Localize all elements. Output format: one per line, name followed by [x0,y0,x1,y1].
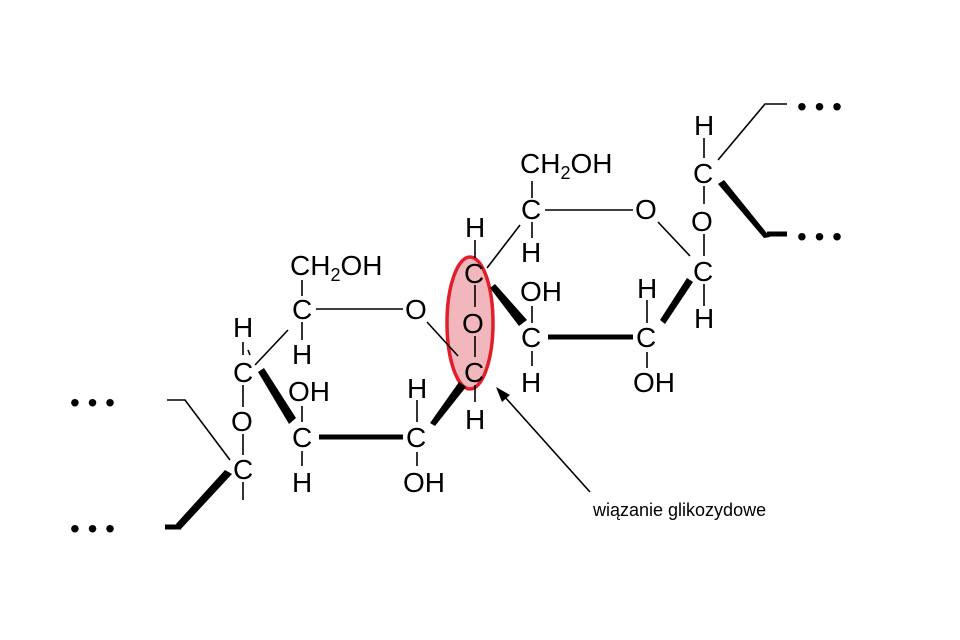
atom-h: H [637,273,657,304]
hydroxyl-group: OH [520,276,562,307]
glycosidic-oxygen: O [462,308,484,339]
hydroxyl-group: OH [633,367,675,398]
continuation-dots: • • • • • • • • • • • • [70,91,842,544]
ch2oh-group: CH2OH [290,250,382,285]
glycosidic-bond-label: wiązanie glikozydowe [592,500,766,520]
atom-c: C [292,422,312,453]
bold-bonds [165,231,787,530]
atom-h: H [694,110,714,141]
chain-continuation-bottom-right: • • • [797,221,842,252]
atom-h: H [233,312,253,343]
atom-c: C [521,322,541,353]
glycosidic-bond-highlight [445,255,495,391]
annotation-arrow [496,387,591,493]
atom-h: H [292,467,312,498]
bond-lines [167,103,787,500]
atom-c: C [693,158,713,189]
atom-labels: H C O C CH2OH C H O OH C H H C OH H C O … [231,110,714,498]
atom-h: H [521,367,541,398]
atom-o: O [691,206,713,237]
atom-c: C [292,294,312,325]
hydroxyl-group: OH [403,467,445,498]
atom-c: C [233,454,253,485]
chain-continuation-top-right: • • • [797,91,842,122]
chain-continuation-top-left: • • • [70,387,115,418]
atom-h: H [465,404,485,435]
atom-o: O [231,406,253,437]
atom-h: H [521,237,541,268]
atom-c: C [636,322,656,353]
atom-c: C [464,258,484,289]
chain-continuation-bottom-left: • • • [70,513,115,544]
atom-c: C [521,194,541,225]
atom-h: H [465,212,485,243]
hydroxyl-group: OH [288,376,330,407]
atom-h: H [694,303,714,334]
ring-oxygen: O [405,294,427,325]
atom-c: C [233,357,253,388]
atom-c: C [693,256,713,287]
ring-oxygen: O [635,194,657,225]
wedge-bonds [176,180,770,530]
atom-c: C [464,357,484,388]
atom-c: C [406,422,426,453]
atom-h: H [407,373,427,404]
atom-h: H [292,339,312,370]
ch2oh-group: CH2OH [520,148,612,183]
